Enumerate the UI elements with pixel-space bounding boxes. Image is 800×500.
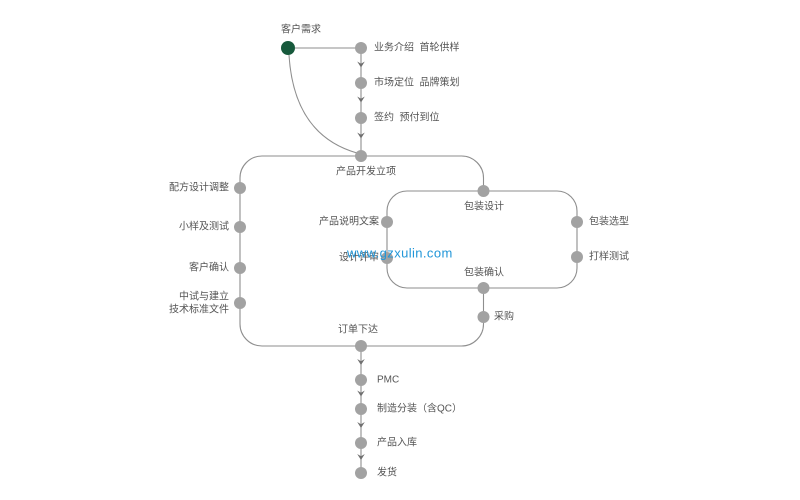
label-pilot-line2: 技术标准文件: [169, 304, 229, 316]
label-project: 产品开发立项: [336, 166, 396, 178]
dot-project: [355, 150, 367, 162]
dot-mfg: [355, 403, 367, 415]
label-mfg: 制造分装（含QC）: [377, 403, 462, 415]
label-confirm: 客户确认: [189, 262, 229, 274]
dot-pkg-select: [571, 216, 583, 228]
label-sign: 签约 预付到位: [374, 112, 440, 124]
label-sample: 小样及测试: [179, 221, 229, 233]
label-purchase: 采购: [494, 311, 514, 323]
label-market: 市场定位 品牌策划: [374, 77, 460, 89]
dot-pmc: [355, 374, 367, 386]
dot-start: [281, 41, 295, 55]
dot-pkg-test: [571, 251, 583, 263]
dot-confirm: [234, 262, 246, 274]
label-ship: 发货: [377, 467, 397, 479]
dot-market: [355, 77, 367, 89]
label-pkg-test: 打样测试: [589, 251, 629, 263]
label-design-review: 设计评审: [339, 252, 379, 264]
dot-purchase: [477, 311, 490, 323]
dot-order: [355, 340, 367, 352]
label-pmc: PMC: [377, 374, 400, 386]
label-pkg-confirm: 包装确认: [464, 267, 504, 279]
label-copywriting: 产品说明文案: [319, 216, 379, 228]
dot-pkg-design: [477, 185, 490, 197]
dot-copywriting: [381, 216, 393, 228]
dot-formula: [234, 182, 246, 194]
label-formula: 配方设计调整: [169, 182, 229, 194]
label-order: 订单下达: [338, 324, 378, 336]
dot-warehouse: [355, 437, 367, 449]
dot-sign: [355, 112, 367, 124]
dot-sample: [234, 221, 246, 233]
dot-pkg-confirm: [477, 282, 490, 294]
arrowheads: [357, 61, 365, 460]
label-start: 客户需求: [281, 24, 321, 36]
node-dots: [234, 42, 583, 479]
label-pkg-design: 包装设计: [464, 201, 504, 213]
dot-ship: [355, 467, 367, 479]
dot-design-review: [381, 252, 393, 264]
label-pkg-select: 包装选型: [589, 216, 629, 228]
dot-pilot: [234, 297, 246, 309]
label-warehouse: 产品入库: [377, 437, 417, 449]
dot-intro: [355, 42, 367, 54]
label-pilot-line1: 中试与建立: [179, 291, 229, 303]
label-intro: 业务介绍 首轮供样: [374, 42, 460, 54]
watermark: www.gzxulin.com: [347, 245, 453, 261]
edge-start-curve: [288, 54, 358, 154]
